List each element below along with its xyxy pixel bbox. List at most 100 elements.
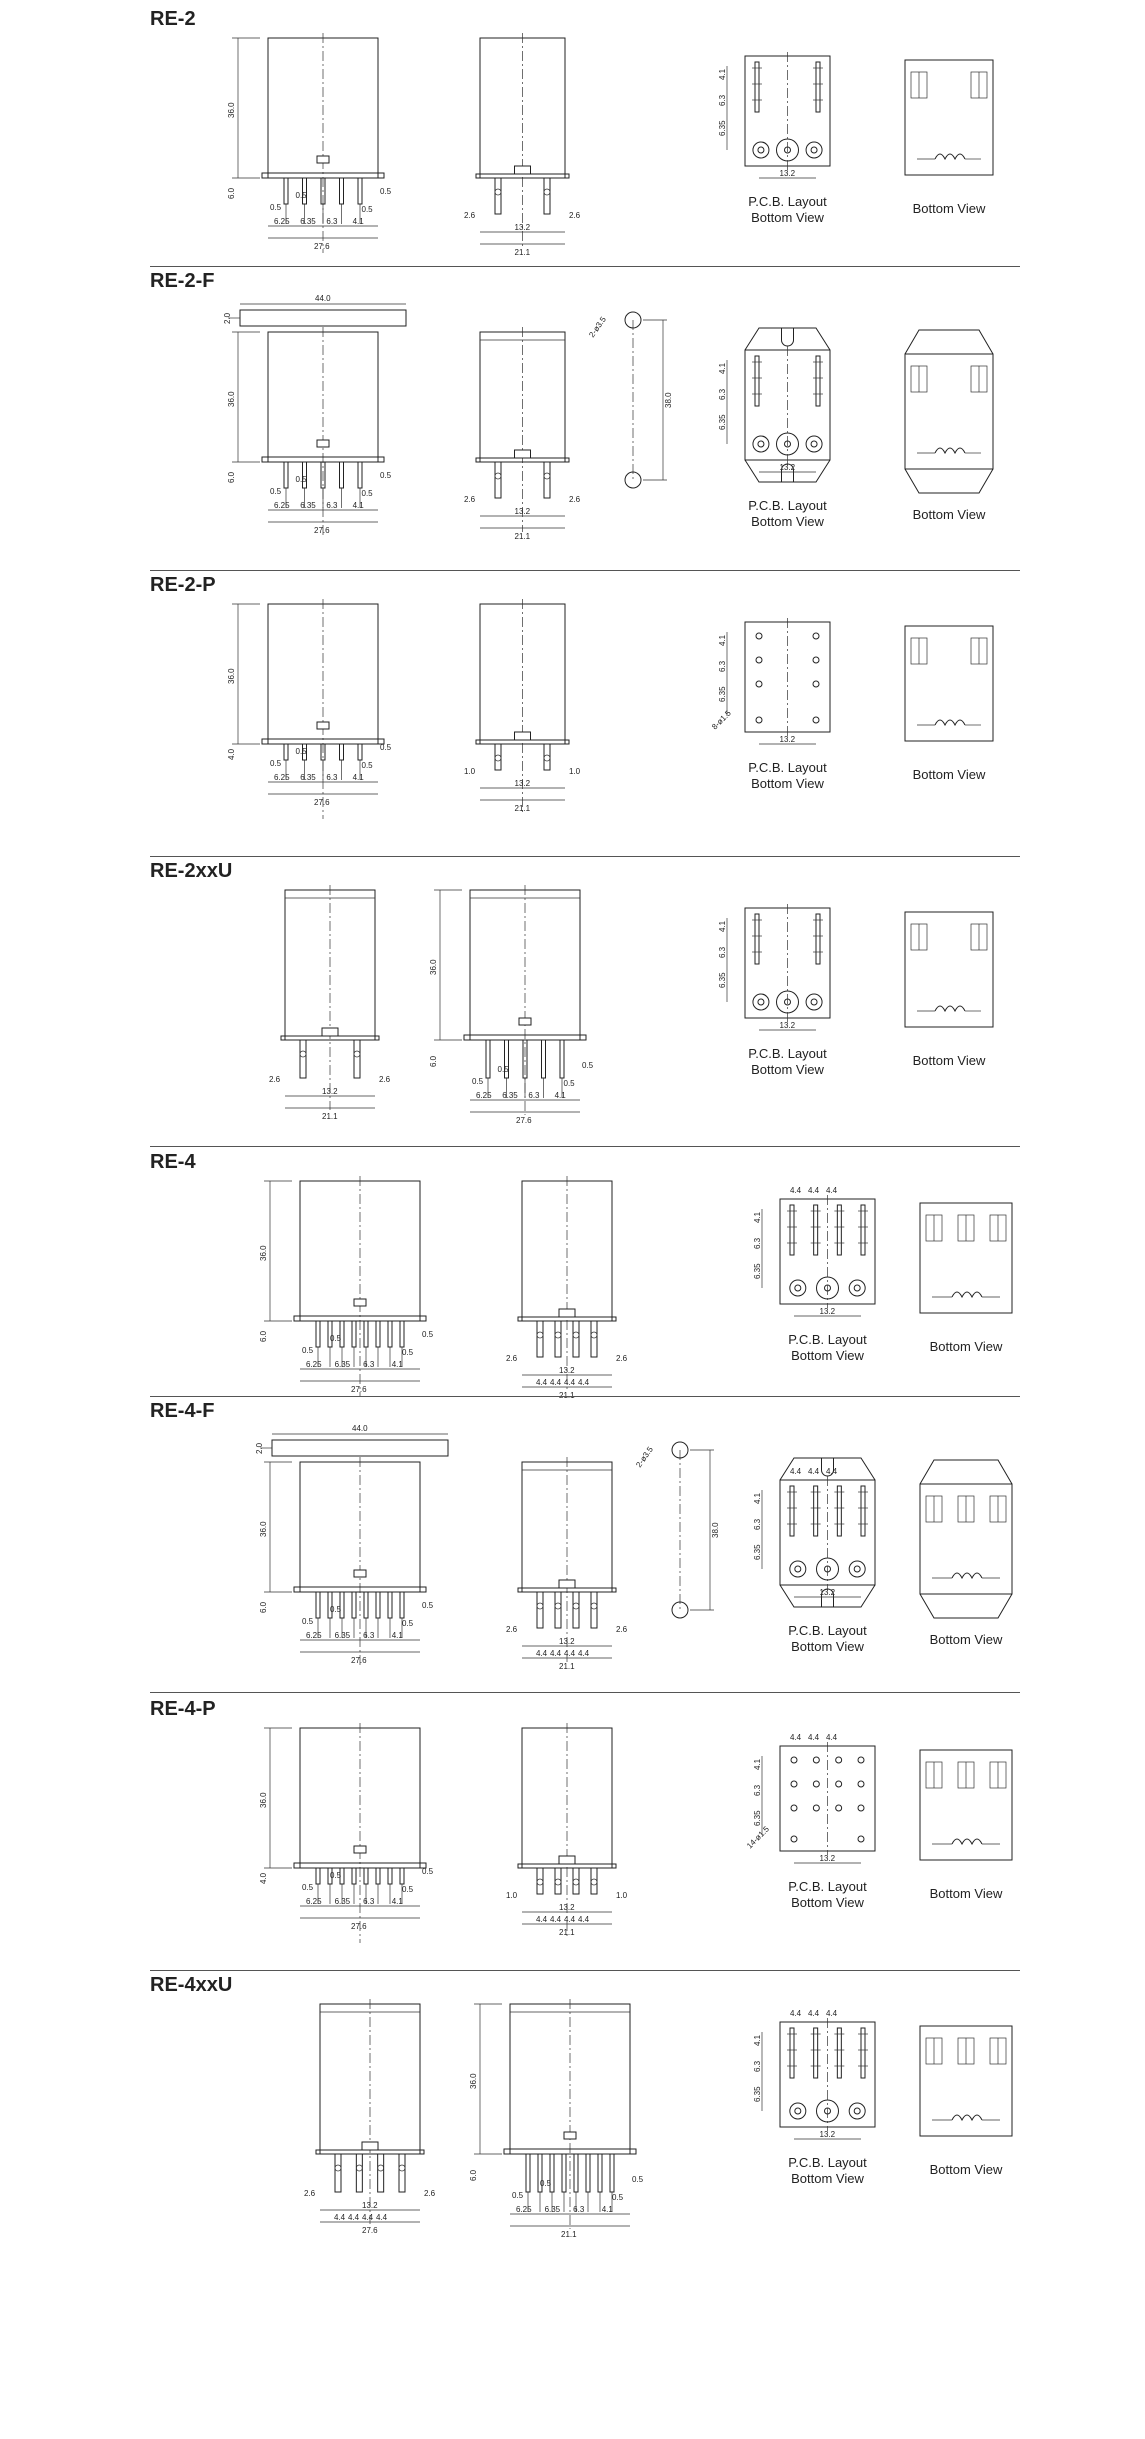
- pitch-dimension: 13.2: [362, 2201, 378, 2210]
- pitch-dimension: 6.3: [573, 2205, 585, 2214]
- pin-hole: [590, 1602, 598, 1610]
- terminal-thickness: 0.5: [422, 1867, 434, 1876]
- pitch-dimension: 6.35: [335, 1631, 351, 1640]
- terminal-thickness: 0.5: [380, 471, 392, 480]
- width-dimension: 27.6: [314, 526, 330, 535]
- terminal-thickness: 0.5: [422, 1601, 434, 1610]
- pitch-dimension: 6.25: [516, 2205, 532, 2214]
- width-dimension: 27.6: [314, 798, 330, 807]
- pin: [398, 2153, 406, 2193]
- pitch-dimension: 13.2: [559, 1637, 575, 1646]
- bottom-caption: Bottom View: [930, 2162, 1003, 2177]
- pitch-dimension: 13.2: [559, 1366, 575, 1375]
- coil-pad: [805, 435, 823, 453]
- latch-tab: [514, 449, 531, 459]
- pin-hole: [536, 1331, 544, 1339]
- pcb-dimension: 6.3: [753, 1237, 762, 1249]
- pin-hole: [543, 188, 551, 196]
- pcb-slot: [789, 1485, 795, 1537]
- bottom-outline: [919, 1483, 1013, 1595]
- terminal-thickness: 0.5: [330, 1871, 342, 1880]
- pin-pitch-dimension: 4.4: [334, 2213, 346, 2222]
- pitch-dimension: 13.2: [515, 779, 531, 788]
- pcb-caption: P.C.B. Layout: [788, 1879, 867, 1894]
- pcb-caption: Bottom View: [791, 1639, 864, 1654]
- pcb-slot: [836, 1204, 842, 1256]
- section-title: RE-2xxU: [150, 860, 233, 882]
- width-dimension: 27.6: [314, 242, 330, 251]
- pcb-dimension: 4.1: [718, 634, 727, 646]
- latch-tab: [321, 1027, 339, 1037]
- pin: [559, 1039, 565, 1079]
- terminal-thickness: 0.5: [270, 487, 282, 496]
- terminal-thickness: 0.5: [422, 1330, 434, 1339]
- pin-dimension: 6.0: [227, 187, 236, 199]
- mounting-flange: [271, 1439, 449, 1457]
- edge-dimension: 2.6: [616, 1354, 628, 1363]
- pitch-dimension: 4.1: [392, 1360, 404, 1369]
- pcb-slot: [836, 1485, 842, 1537]
- pin-hole: [572, 1878, 580, 1886]
- pcb-top-dimension: 4.4: [808, 2009, 820, 2018]
- pcb-slot: [813, 1485, 819, 1537]
- coil-symbol: [934, 719, 966, 727]
- coil-pad-center: [757, 440, 765, 448]
- edge-dimension: 1.0: [464, 767, 476, 776]
- width-dimension: 21.1: [515, 532, 531, 541]
- terminal-thickness: 0.5: [302, 1346, 314, 1355]
- width-dimension: 27.6: [362, 2226, 378, 2235]
- pin: [536, 1867, 544, 1895]
- pin: [494, 177, 502, 215]
- latch-tab: [361, 2141, 379, 2151]
- pin: [351, 1867, 357, 1885]
- pcb-dimension: 6.35: [718, 414, 727, 430]
- pin: [283, 461, 289, 489]
- pin-hole: [543, 754, 551, 762]
- terminal-thickness: 0.5: [302, 1617, 314, 1626]
- pin-hole: [590, 1878, 598, 1886]
- pitch-dimension: 6.35: [502, 1091, 518, 1100]
- coil-symbol: [934, 1005, 966, 1013]
- pin: [536, 1320, 544, 1358]
- pin-pitch-dimension: 4.4: [564, 1378, 576, 1387]
- pin-dimension: 6.0: [259, 1330, 268, 1342]
- pcb-pad: [790, 1780, 798, 1788]
- pcb-pad: [812, 656, 820, 664]
- pcb-pitch-dimension: 13.2: [820, 1588, 836, 1597]
- pin: [494, 461, 502, 499]
- flange-thickness: 2.0: [223, 312, 232, 324]
- pitch-dimension: 6.35: [335, 1897, 351, 1906]
- pitch-dimension: 4.1: [353, 217, 365, 226]
- edge-dimension: 2.6: [269, 1075, 281, 1084]
- pin: [353, 1039, 361, 1079]
- pitch-dimension: 6.3: [363, 1360, 375, 1369]
- bottom-outline: [904, 353, 994, 470]
- coil-pad-center: [794, 1284, 802, 1292]
- section-title: RE-4-F: [150, 1400, 215, 1422]
- pin: [315, 1867, 321, 1885]
- pin-hole: [572, 1602, 580, 1610]
- pcb-pad: [812, 716, 820, 724]
- pin-hole: [355, 2164, 363, 2172]
- pitch-dimension: 6.3: [363, 1897, 375, 1906]
- pcb-top-dimension: 4.4: [826, 2009, 838, 2018]
- pcb-top-dimension: 4.4: [826, 1186, 838, 1195]
- pitch-dimension: 4.1: [392, 1631, 404, 1640]
- coil-pad-center: [757, 998, 765, 1006]
- hole-dimension: 2-ø3.5: [634, 1445, 655, 1470]
- bottom-outline: [919, 1749, 1013, 1861]
- pin: [541, 1039, 546, 1079]
- pin: [561, 2153, 567, 2193]
- pcb-slot: [813, 2027, 819, 2079]
- base-plate: [503, 2148, 637, 2155]
- pcb-pitch-dimension: 13.2: [780, 1021, 796, 1030]
- pitch-dimension: 6.35: [300, 217, 316, 226]
- pcb-dimension: 6.35: [753, 1810, 762, 1826]
- pin: [399, 1867, 405, 1885]
- flange-thickness: 2.0: [255, 1442, 264, 1454]
